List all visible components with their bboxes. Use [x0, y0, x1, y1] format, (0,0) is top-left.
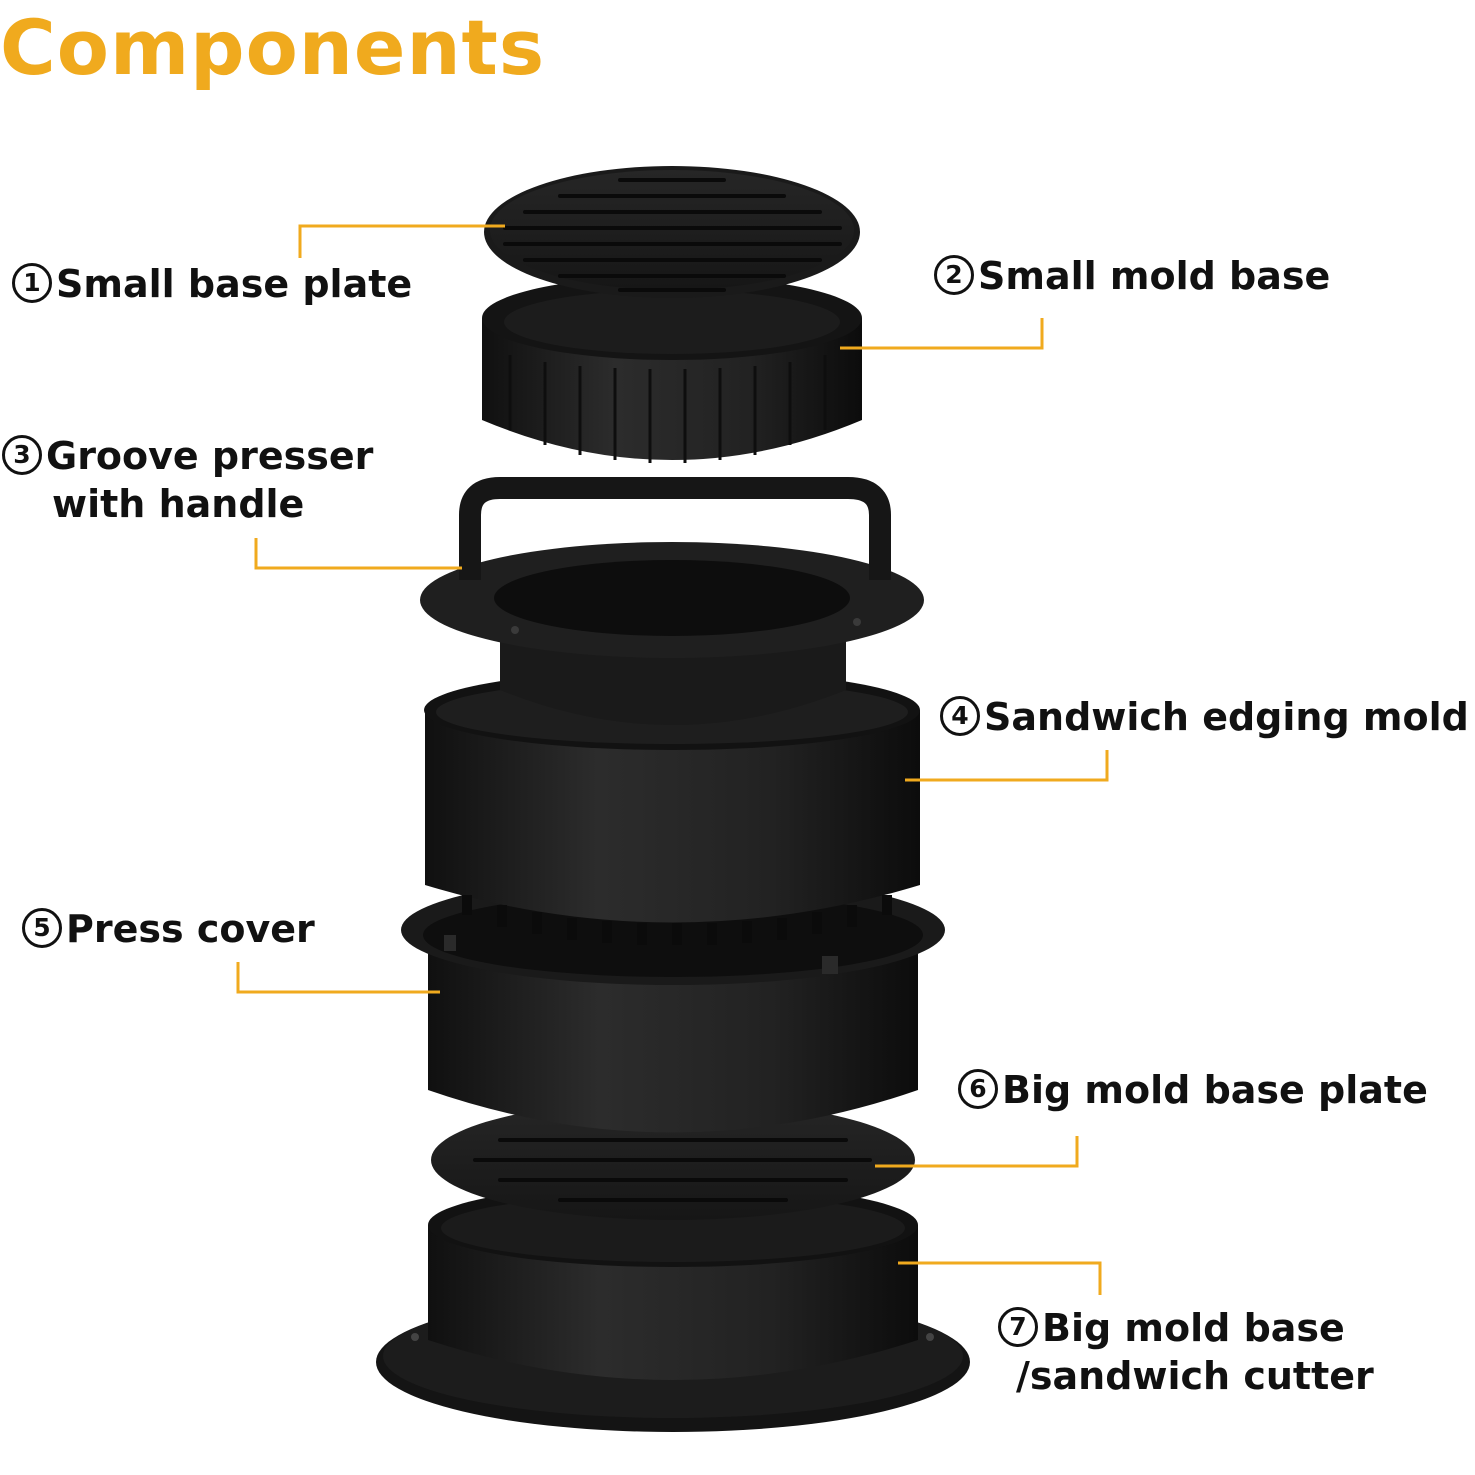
leader-line-2 — [840, 318, 1044, 350]
number-badge: 5 — [22, 908, 62, 948]
leader-line-7 — [898, 1261, 1102, 1295]
number-badge: 7 — [998, 1307, 1038, 1347]
number-badge: 4 — [940, 696, 980, 736]
label-text: Press cover — [66, 907, 315, 951]
groove-presser-part — [420, 477, 924, 725]
number-badge: 1 — [12, 263, 52, 303]
label-text: Small base plate — [56, 262, 413, 306]
label-text-line1: Big mold base — [1042, 1306, 1345, 1350]
label-text: Big mold base plate — [1002, 1068, 1428, 1112]
label-text-line1: Groove presser — [46, 434, 374, 478]
leader-line-5 — [236, 962, 440, 994]
leader-lines — [236, 224, 1109, 1295]
label-text: Sandwich edging mold — [984, 695, 1469, 739]
label-text-line2: /sandwich cutter — [1016, 1354, 1374, 1398]
leader-line-6 — [875, 1136, 1079, 1168]
leader-line-3 — [254, 538, 462, 570]
number-badge: 2 — [934, 255, 974, 295]
label-text-line2: with handle — [52, 482, 305, 526]
small-base-plate-part — [484, 166, 860, 298]
page-title: Components — [0, 3, 546, 92]
small-mold-base-part — [482, 276, 862, 463]
big-mold-base-plate-part — [431, 1100, 915, 1220]
number-badge: 6 — [958, 1069, 998, 1109]
leader-line-1 — [298, 224, 505, 258]
number-badge: 3 — [2, 435, 42, 475]
leader-line-4 — [905, 750, 1109, 782]
label-text: Small mold base — [978, 254, 1331, 298]
big-mold-base-part — [376, 1183, 970, 1432]
